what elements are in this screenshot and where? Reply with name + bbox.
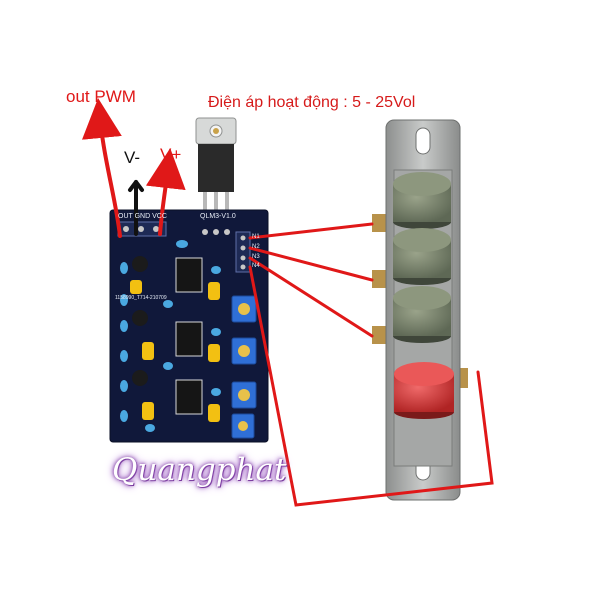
out-pwm-label: out PWM [66, 87, 136, 106]
push-button-2 [393, 228, 451, 285]
pcb-input-label-2: N2 [252, 244, 260, 250]
brand-watermark: Quangphat [112, 452, 287, 488]
push-button-1 [393, 172, 451, 229]
operating-voltage-label: Điện áp hoạt động : 5 - 25Vol [208, 94, 416, 111]
pcb-input-label-4: N4 [252, 263, 260, 269]
v-minus-label: V- [124, 148, 141, 167]
push-button-4-red [394, 362, 454, 419]
pcb-code-label: 1158990_T714-210709 [115, 295, 167, 301]
wires [81, 98, 494, 507]
pcb-input-label-1: N1 [252, 234, 260, 240]
pcb-header-label: OUT GND VCC [118, 213, 167, 220]
voltage-regulator [195, 117, 237, 218]
pcb-board [109, 209, 269, 443]
v-plus-label: V+ [160, 145, 182, 164]
pcb-input-label-3: N3 [252, 254, 260, 260]
push-button-3 [393, 286, 451, 343]
pcb-model-label: QLM3-V1.0 [200, 213, 236, 220]
